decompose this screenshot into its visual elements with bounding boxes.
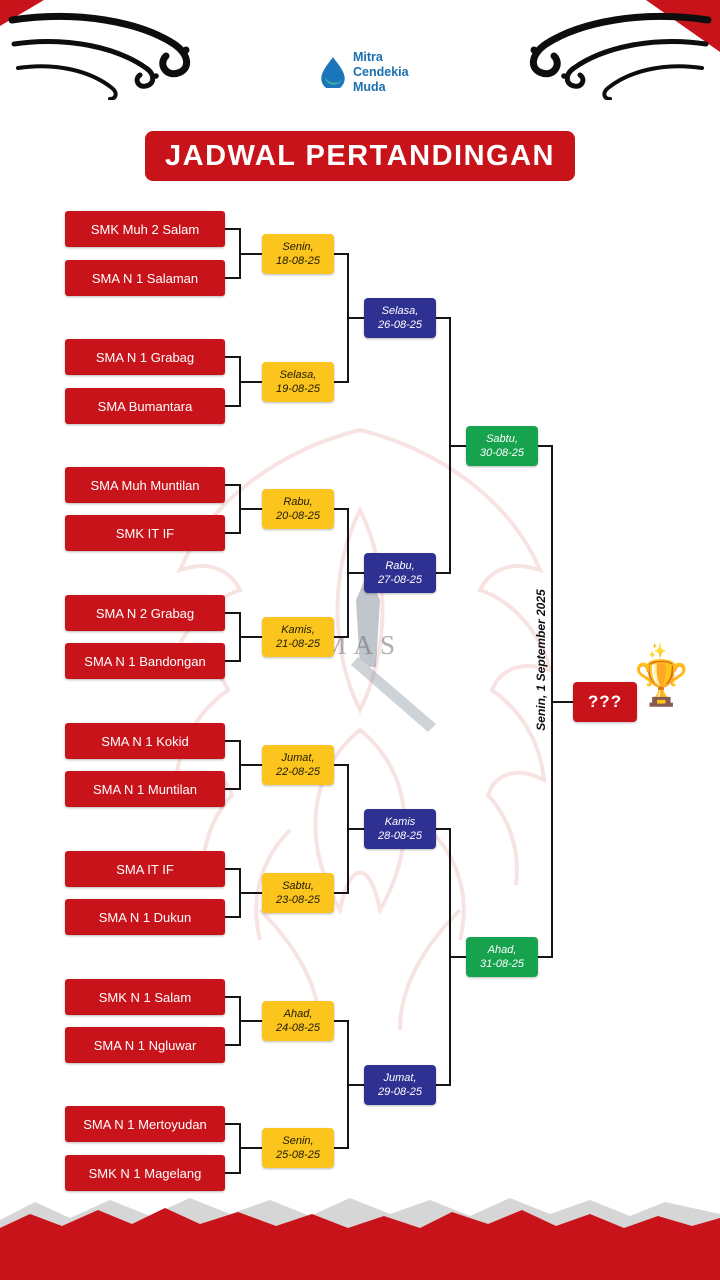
team-name: SMA N 1 Mertoyudan <box>83 1116 207 1132</box>
team-box: SMA Muh Muntilan <box>65 467 225 503</box>
sparkles-icon: ✨ <box>648 643 667 660</box>
champion-placeholder: ??? <box>587 692 623 711</box>
team-box: SMA N 1 Dukun <box>65 899 225 935</box>
round1-date-box: Senin, 25-08-25 <box>262 1128 334 1168</box>
team-name: SMA N 1 Salaman <box>91 270 199 286</box>
team-name: SMA N 1 Grabag <box>95 349 195 365</box>
team-name: SMK Muh 2 Salam <box>90 221 200 237</box>
match-day: Sabtu, <box>486 432 518 445</box>
round2-date-box: Kamis 28-08-25 <box>364 809 436 849</box>
match-date: 18-08-25 <box>275 255 321 267</box>
match-day: Sabtu, <box>282 879 314 892</box>
team-box: SMK N 1 Magelang <box>65 1155 225 1191</box>
round3-date-box: Ahad, 31-08-25 <box>466 937 538 977</box>
match-day: Selasa, <box>381 304 419 317</box>
logo-line-1: Mitra <box>353 50 383 64</box>
monument-watermark-graphic <box>351 572 436 732</box>
flourish-ornament-left <box>8 12 190 100</box>
round1-date-box: Rabu, 20-08-25 <box>262 489 334 529</box>
match-day: Ahad, <box>283 1007 313 1020</box>
match-day: Jumat, <box>281 751 315 764</box>
match-day: Kamis <box>384 815 416 828</box>
match-date: 25-08-25 <box>275 1149 321 1161</box>
flourish-ornament-right <box>530 12 712 100</box>
final-date-label: Senin, 1 September 2025 <box>534 589 548 731</box>
match-day: Selasa, <box>279 368 317 381</box>
team-box: SMA N 1 Ngluwar <box>65 1027 225 1063</box>
round2-date-box: Rabu, 27-08-25 <box>364 553 436 593</box>
team-box: SMA N 1 Grabag <box>65 339 225 375</box>
team-box: SMK Muh 2 Salam <box>65 211 225 247</box>
logo-line-3: Muda <box>353 79 386 94</box>
team-box: SMA N 1 Salaman <box>65 260 225 296</box>
team-name: SMA N 1 Kokid <box>101 733 189 749</box>
round3-date-box: Sabtu, 30-08-25 <box>466 426 538 466</box>
round1-date-box: Senin, 18-08-25 <box>262 234 334 274</box>
logo-drop-icon <box>321 57 345 89</box>
round1-date-box: Jumat, 22-08-25 <box>262 745 334 785</box>
team-box: SMA N 1 Kokid <box>65 723 225 759</box>
team-box: SMA Bumantara <box>65 388 225 424</box>
match-day: Kamis, <box>281 623 315 636</box>
team-name: SMA N 2 Grabag <box>95 605 195 621</box>
page-title: JADWAL PERTANDINGAN <box>165 139 555 172</box>
team-name: SMA N 1 Bandongan <box>84 653 206 669</box>
match-date: 30-08-25 <box>479 447 525 459</box>
team-name: SMA N 1 Ngluwar <box>93 1037 197 1053</box>
match-date: 21-08-25 <box>275 638 321 650</box>
round1-date-box: Kamis, 21-08-25 <box>262 617 334 657</box>
team-box: SMK IT IF <box>65 515 225 551</box>
team-box: SMA N 1 Muntilan <box>65 771 225 807</box>
logo-line-2: Cendekia <box>353 64 409 79</box>
team-name: SMA N 1 Muntilan <box>92 781 198 797</box>
match-date: 20-08-25 <box>275 510 321 522</box>
team-box: SMA IT IF <box>65 851 225 887</box>
match-day: Rabu, <box>283 495 313 508</box>
team-box: SMA N 1 Mertoyudan <box>65 1106 225 1142</box>
team-box: SMA N 2 Grabag <box>65 595 225 631</box>
match-date: 19-08-25 <box>275 383 321 395</box>
team-name: SMA N 1 Dukun <box>98 909 192 925</box>
round1-date-box: Sabtu, 23-08-25 <box>262 873 334 913</box>
team-name: SMK IT IF <box>115 525 175 541</box>
round1-date-box: Selasa, 19-08-25 <box>262 362 334 402</box>
torn-paper-edge <box>0 1198 720 1280</box>
round2-date-box: Jumat, 29-08-25 <box>364 1065 436 1105</box>
match-date: 24-08-25 <box>275 1022 321 1034</box>
champion-box: ??? <box>573 682 637 722</box>
team-name: SMK N 1 Salam <box>98 989 192 1005</box>
match-day: Senin, <box>282 1134 314 1147</box>
team-name: SMA Bumantara <box>97 398 193 414</box>
team-box: SMA N 1 Bandongan <box>65 643 225 679</box>
team-box: SMK N 1 Salam <box>65 979 225 1015</box>
title-banner: JADWAL PERTANDINGAN <box>145 131 575 181</box>
round2-date-box: Selasa, 26-08-25 <box>364 298 436 338</box>
match-date: 31-08-25 <box>479 958 525 970</box>
round1-date-box: Ahad, 24-08-25 <box>262 1001 334 1041</box>
match-date: 26-08-25 <box>377 319 423 331</box>
team-name: SMA Muh Muntilan <box>90 477 200 493</box>
match-day: Senin, <box>282 240 314 253</box>
match-date: 28-08-25 <box>377 830 423 842</box>
logo-text: Mitra Cendekia Muda <box>353 50 409 94</box>
match-date: 27-08-25 <box>377 574 423 586</box>
logo: Mitra Cendekia Muda <box>320 50 409 94</box>
match-date: 22-08-25 <box>275 766 321 778</box>
match-day: Rabu, <box>385 559 415 572</box>
team-name: SMK N 1 Magelang <box>88 1165 202 1181</box>
match-day: Jumat, <box>383 1071 417 1084</box>
match-date: 23-08-25 <box>275 894 321 906</box>
team-name: SMA IT IF <box>116 861 174 877</box>
trophy-icon: 🏆 <box>634 659 689 708</box>
match-date: 29-08-25 <box>377 1086 423 1098</box>
match-day: Ahad, <box>487 943 517 956</box>
